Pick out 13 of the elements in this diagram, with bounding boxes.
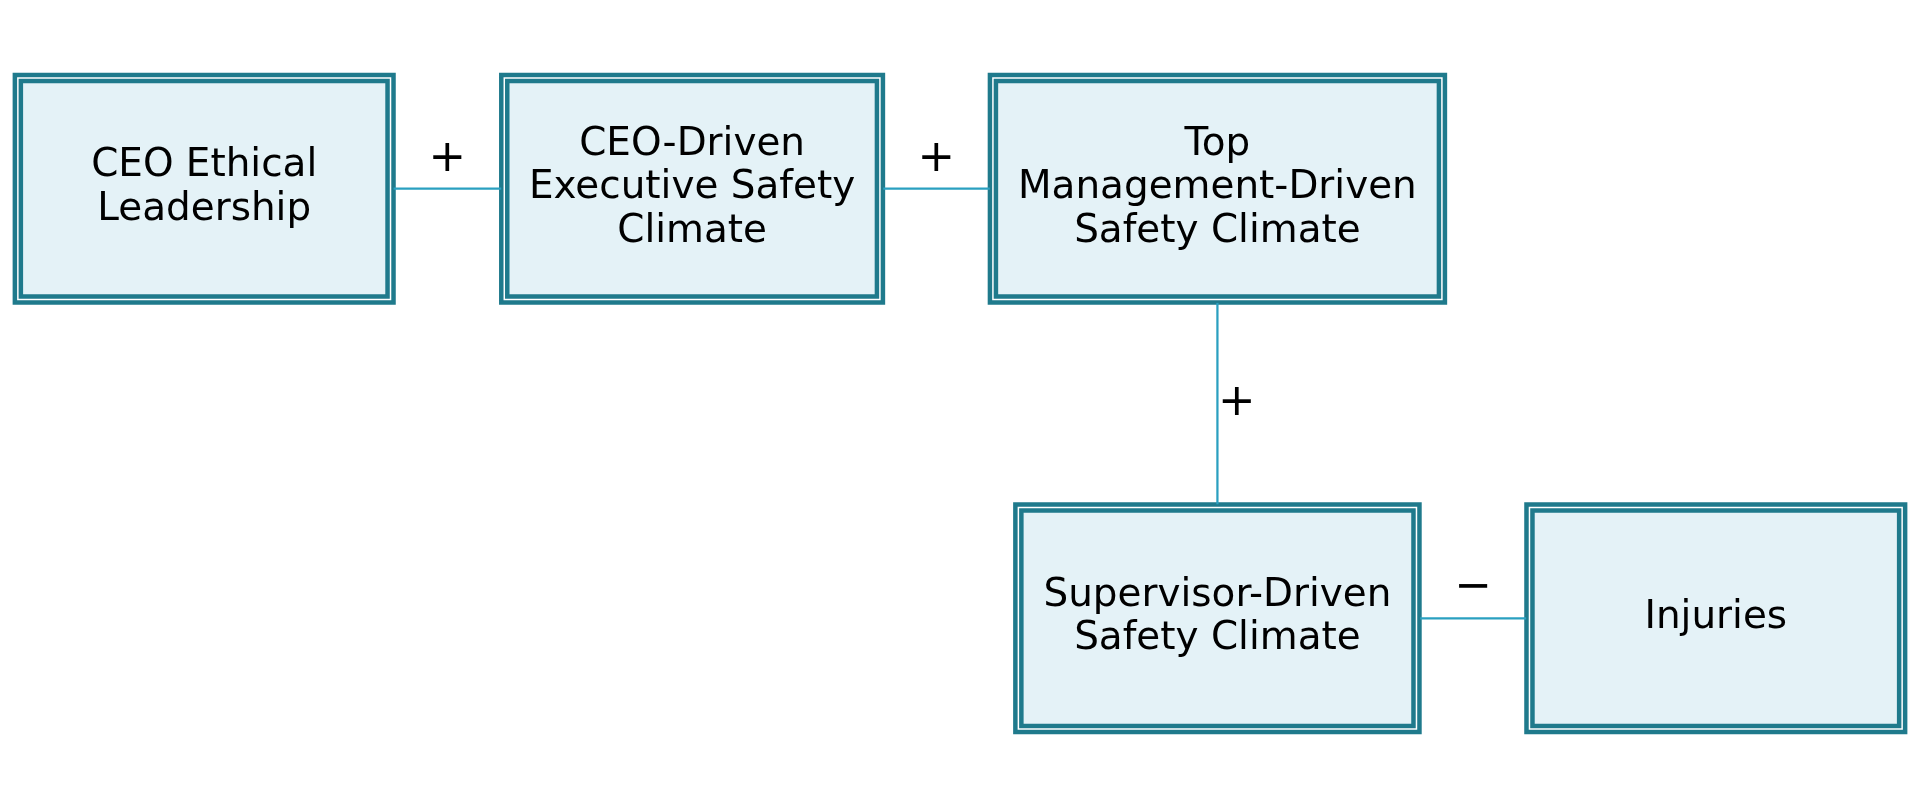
connector <box>393 187 502 190</box>
connector <box>1216 302 1219 504</box>
edge-label: + <box>1218 372 1256 426</box>
node-box: CEO Ethical Leadership <box>12 72 396 305</box>
node-box: CEO-Driven Executive Safety Climate <box>499 72 886 305</box>
edge-label: − <box>1454 557 1492 611</box>
connector <box>1420 616 1527 619</box>
edge-label: + <box>917 128 956 182</box>
node-box: Top Management-Driven Safety Climate <box>987 72 1448 305</box>
edge-label: + <box>428 128 467 182</box>
node-box: Injuries <box>1524 501 1908 734</box>
node-box: Supervisor-Driven Safety Climate <box>1013 501 1422 734</box>
connector <box>883 187 990 190</box>
